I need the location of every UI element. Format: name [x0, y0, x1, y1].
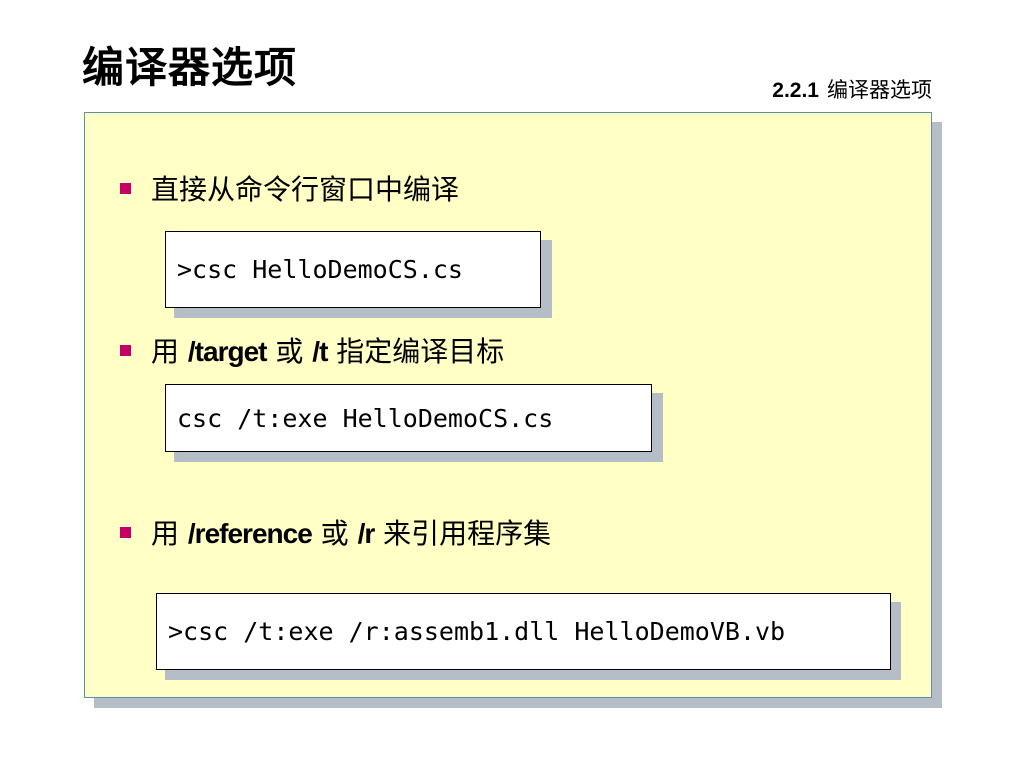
bullet-prefix: 用 [151, 517, 188, 550]
bullet-suffix: 指定编译目标 [327, 335, 505, 368]
bullet-option-short: /t [312, 336, 328, 367]
bullet-middle: 或 [266, 335, 313, 368]
bullet-option: /target [187, 336, 268, 367]
slide-title: 编译器选项 [82, 43, 298, 92]
code-box: csc /t:exe HelloDemoCS.cs [165, 384, 652, 452]
bullet-text: 直接从命令行窗口中编译 [151, 173, 460, 206]
bullet-middle: 或 [311, 517, 358, 550]
section-number: 2.2.1 [772, 79, 819, 102]
bullet-option: /reference [187, 518, 313, 549]
bullet-marker-icon [120, 526, 131, 538]
code-text: >csc /t:exe /r:assemb1.dll HelloDemoVB.v… [168, 617, 786, 646]
bullet-item: 用 /target 或 /t 指定编译目标 [120, 330, 504, 370]
bullet-marker-icon [120, 344, 131, 356]
bullet-item: 用 /reference 或 /r 来引用程序集 [120, 512, 551, 552]
section-label: 2.2.1 编译器选项 [772, 74, 932, 104]
bullet-marker-icon [120, 182, 131, 194]
bullet-suffix: 来引用程序集 [374, 517, 552, 550]
code-box: >csc HelloDemoCS.cs [165, 231, 541, 308]
bullet-prefix: 用 [151, 335, 188, 368]
code-text: csc /t:exe HelloDemoCS.cs [177, 403, 554, 433]
bullet-item: 直接从命令行窗口中编译 [120, 168, 459, 208]
code-box: >csc /t:exe /r:assemb1.dll HelloDemoVB.v… [156, 593, 891, 670]
bullet-option-short: /r [357, 518, 376, 549]
section-title: 编译器选项 [827, 79, 932, 102]
code-text: >csc HelloDemoCS.cs [177, 255, 463, 284]
